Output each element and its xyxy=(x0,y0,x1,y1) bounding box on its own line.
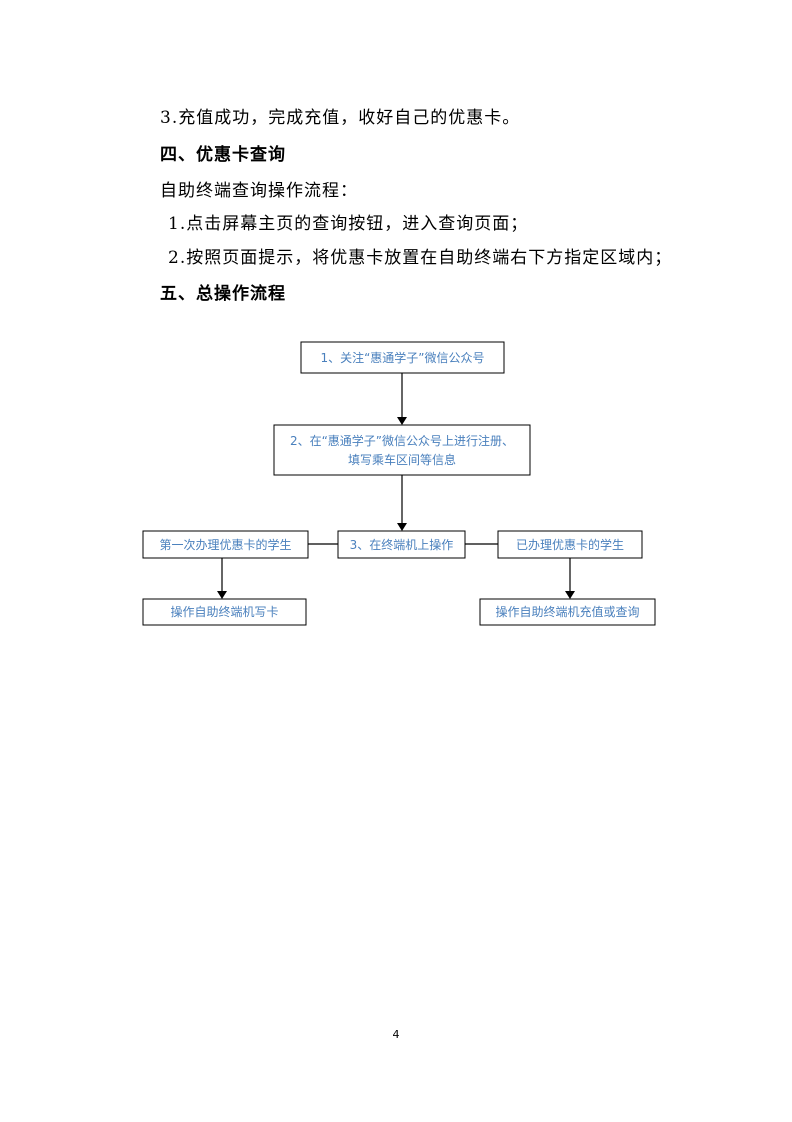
flow-right-result-text: 操作自助终端机充值或查询 xyxy=(495,604,639,619)
flow-left-branch-text: 第一次办理优惠卡的学生 xyxy=(159,537,291,552)
flow-right-branch-box xyxy=(497,530,643,559)
flow-step3-box xyxy=(337,530,466,559)
flow-arrowhead-right-down xyxy=(565,591,575,599)
section5-heading: 五、总操作流程 xyxy=(160,284,286,304)
query-step1-text: 1.点击屏幕主页的查询按钮，进入查询页面； xyxy=(168,214,529,234)
flow-arrowhead-1-2 xyxy=(397,417,407,425)
step3-text: 3.充值成功，完成充值，收好自己的优惠卡。 xyxy=(160,108,521,128)
flow-left-result-box xyxy=(142,598,307,626)
flow-step1-text: 1、关注“惠通学子”微信公众号 xyxy=(320,350,484,365)
query-step2-text: 2.按照页面提示，将优惠卡放置在自助终端右下方指定区域内； xyxy=(168,248,673,268)
flow-arrowhead-left-down xyxy=(217,591,227,599)
flow-step2-text-line1: 2、在“惠通学子”微信公众号上进行注册、 xyxy=(290,433,514,448)
flow-left-result-text: 操作自助终端机写卡 xyxy=(170,604,278,619)
flow-right-result-box xyxy=(479,598,656,626)
flow-left-branch-box xyxy=(142,530,309,559)
process-flowchart: 1、关注“惠通学子”微信公众号 2、在“惠通学子”微信公众号上进行注册、 填写乘… xyxy=(142,341,656,626)
flow-arrowhead-2-3 xyxy=(397,523,407,531)
flow-step2-text-line2: 填写乘车区间等信息 xyxy=(348,452,456,467)
flow-right-branch-text: 已办理优惠卡的学生 xyxy=(516,537,624,552)
query-intro-text: 自助终端查询操作流程： xyxy=(160,181,358,201)
page-number: 4 xyxy=(392,1028,400,1041)
flow-step1-box xyxy=(300,341,505,374)
flow-step2-box xyxy=(273,424,531,476)
flow-step3-text: 3、在终端机上操作 xyxy=(350,537,454,552)
section4-heading: 四、优惠卡查询 xyxy=(160,145,286,165)
